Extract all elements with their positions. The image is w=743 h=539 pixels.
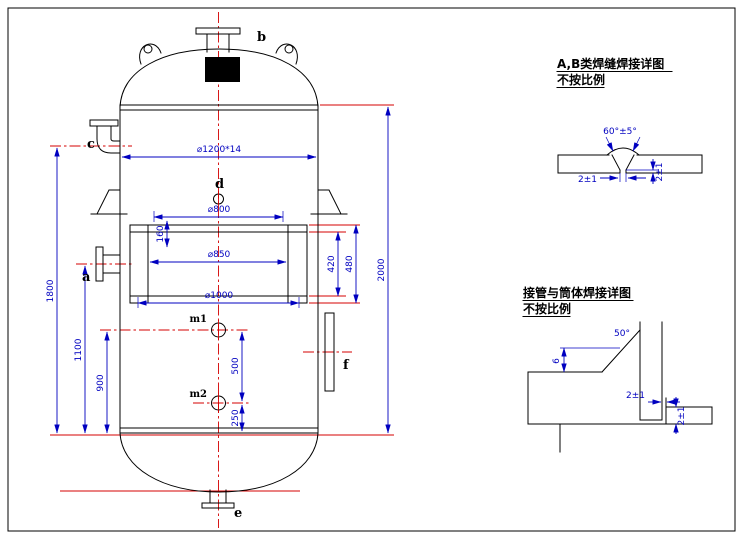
dim-len-420: 420: [327, 255, 337, 272]
dim-len-1100: 1100: [74, 338, 84, 361]
dimensions: ⌀1200*14 ⌀800 ⌀850 ⌀1000 160 420 480 200…: [46, 106, 391, 434]
top-head: [119, 48, 319, 108]
detail-nozzle-root-face: 2±1: [677, 407, 687, 426]
dim-len-2000: 2000: [377, 258, 387, 281]
detail-nozzle-geometry: [527, 321, 713, 453]
label-m1: m1: [189, 314, 207, 325]
detail-nozzle-weld: 接管与筒体焊接详图 不按比例 50° 6 2±1 2±1: [522, 285, 713, 453]
lifting-lug-left: [139, 43, 162, 65]
bottom-head: [119, 432, 319, 493]
label-c: c: [87, 137, 95, 152]
centerlines-and-extensions: [50, 12, 394, 528]
support-bracket-left: [90, 189, 128, 215]
gauge-f-plate: [324, 312, 335, 392]
lifting-lug-right: [275, 43, 298, 65]
detail-nozzle-weld-leg: 6: [552, 358, 562, 364]
detail-nozzle-angle: 50°: [614, 329, 630, 339]
nozzle-labels: b c d a e f m1 m2: [82, 30, 350, 521]
detail-ab-note: 不按比例: [557, 72, 605, 87]
border-frame: [7, 7, 736, 532]
nozzle-a: [95, 246, 121, 282]
angle-leader: [605, 136, 614, 152]
detail-ab-root-face: 2±1: [655, 163, 665, 182]
detail-ab-geometry: [557, 147, 703, 174]
label-a: a: [82, 270, 91, 285]
detail-ab-weld: A,B类焊缝焊接详图 不按比例 60°±5° 2±1 2±1: [556, 56, 703, 185]
label-e: e: [234, 506, 242, 521]
weld-cap: [606, 147, 640, 156]
detail-ab-root-gap: 2±1: [578, 175, 597, 185]
nozzle-e: [201, 489, 235, 509]
vessel-outline: [89, 27, 348, 509]
dim-dia-850: ⌀850: [208, 250, 231, 260]
label-d: d: [215, 177, 224, 192]
dim-shell-spec: ⌀1200*14: [197, 145, 242, 155]
nozzle-b: [195, 27, 241, 53]
dim-len-480: 480: [345, 255, 355, 272]
nozzle-c: [89, 119, 121, 154]
detail-nozzle-note: 不按比例: [523, 301, 571, 316]
dim-dia-800: ⌀800: [208, 205, 231, 215]
dim-len-160: 160: [156, 225, 166, 242]
weld-bevel: [601, 329, 641, 373]
label-m2: m2: [189, 389, 207, 400]
label-b: b: [257, 30, 266, 45]
dim-len-900: 900: [96, 374, 106, 391]
angle-leader: [632, 136, 641, 152]
dim-dia-1000: ⌀1000: [205, 291, 234, 301]
label-f: f: [343, 358, 350, 373]
detail-nozzle-title: 接管与筒体焊接详图: [523, 285, 631, 300]
dim-len-1800: 1800: [46, 279, 56, 302]
nozzle-m2-circle: [211, 393, 226, 413]
support-bracket-right: [310, 189, 348, 215]
nozzle-m1-circle: [211, 320, 226, 340]
dim-len-250: 250: [231, 409, 241, 426]
manway-block: [205, 57, 240, 82]
detail-nozzle-root-gap: 2±1: [626, 391, 645, 401]
position-marker-d: [213, 191, 224, 207]
detail-ab-title: A,B类焊缝焊接详图: [557, 56, 664, 71]
detail-ab-angle: 60°±5°: [603, 127, 637, 137]
dim-len-500: 500: [231, 357, 241, 374]
